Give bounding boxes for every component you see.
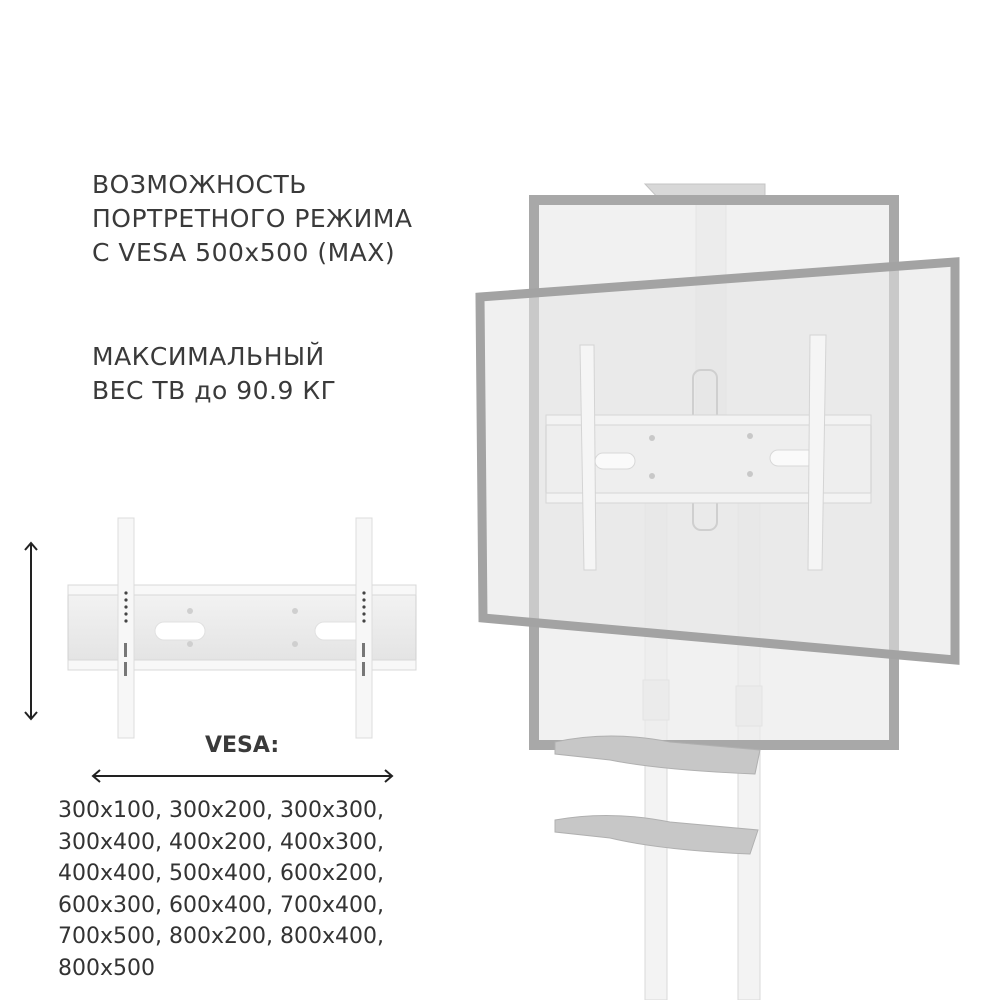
vertical-double-arrow-icon bbox=[24, 541, 38, 721]
vesa-sizes-line: 300x100, 300x200, 300x300, bbox=[58, 798, 384, 823]
vesa-sizes-line: 300x400, 400x200, 400x300, bbox=[58, 829, 384, 855]
feature-line: МАКСИМАЛЬНЫЙ bbox=[92, 342, 325, 371]
feature-line: С VESA 500x500 (MAX) bbox=[92, 238, 396, 267]
vesa-sizes-line: 800x500 bbox=[58, 955, 156, 981]
feature-line: ВОЗМОЖНОСТЬ bbox=[92, 170, 307, 199]
feature-line: ВЕС ТВ до 90.9 КГ bbox=[92, 376, 337, 405]
vesa-sizes-list: 300x100, 300x200, 300x300, 300x400, 400x… bbox=[58, 795, 458, 984]
feature-weight-text: МАКСИМАЛЬНЫЙ ВЕС ТВ до 90.9 КГ bbox=[92, 340, 336, 408]
vesa-sizes-line: 400x400, 500x400, 600x200, bbox=[58, 861, 384, 886]
feature-line: ПОРТРЕТНОГО РЕЖИМА bbox=[92, 204, 413, 233]
vesa-bracket-icon bbox=[67, 517, 417, 739]
vesa-sizes-line: 700x500, 800x200, 800x400, bbox=[58, 924, 384, 949]
horizontal-double-arrow-icon bbox=[91, 769, 394, 783]
vesa-label: VESA: bbox=[205, 733, 280, 758]
vesa-sizes-line: 600x300, 600x400, 700x400, bbox=[58, 892, 384, 918]
feature-portrait-text: ВОЗМОЖНОСТЬ ПОРТРЕТНОГО РЕЖИМА С VESA 50… bbox=[92, 168, 413, 270]
mobile-tv-stand-illustration bbox=[475, 183, 960, 1000]
